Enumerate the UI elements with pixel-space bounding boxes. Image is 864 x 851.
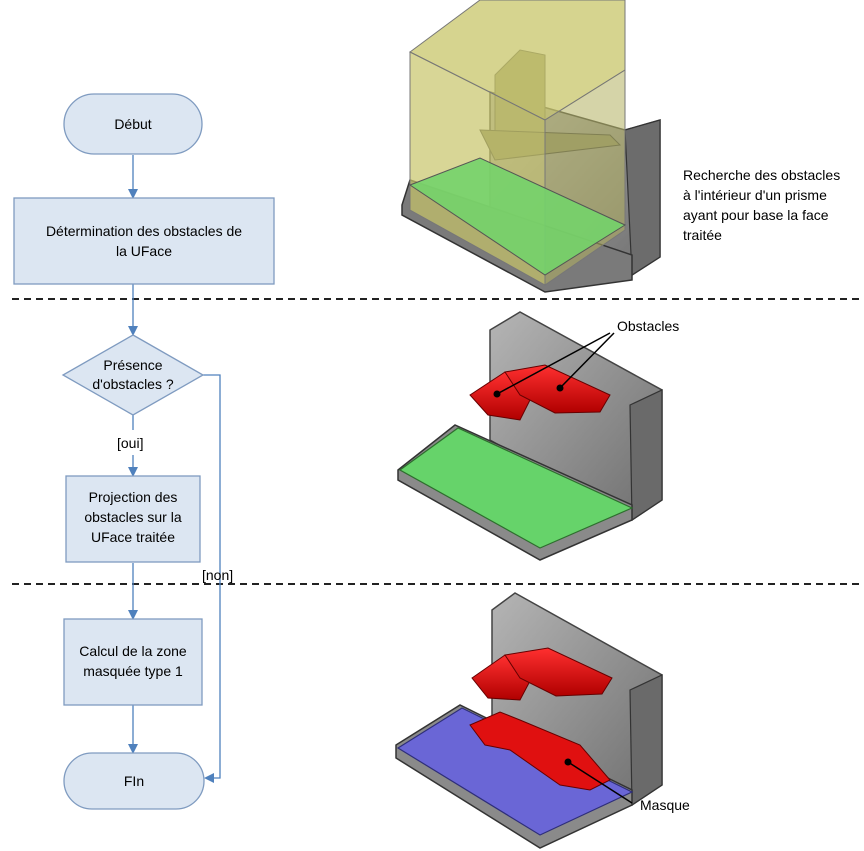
- step-projection-line3: UFace traitée: [91, 529, 175, 545]
- step-determination-line1: Détermination des obstacles de: [46, 223, 242, 239]
- step-calcul-line1: Calcul de la zone: [79, 643, 187, 659]
- mask-label: Masque: [640, 797, 690, 813]
- end-label: FIn: [124, 773, 144, 789]
- search-note: Recherche des obstacles à l'intérieur d'…: [683, 165, 863, 245]
- step-determination-node: [13, 197, 275, 285]
- decision-line2: d'obstacles ?: [92, 376, 173, 392]
- search-note-line: Recherche des obstacles: [683, 167, 841, 183]
- start-node: [63, 93, 203, 155]
- step-calcul-node: [63, 618, 203, 706]
- decision-node: [61, 334, 205, 416]
- part-illustration-obstacles: [397, 311, 663, 561]
- start-label: Début: [114, 116, 151, 132]
- search-note-line: à l'intérieur d'un prisme: [683, 187, 827, 203]
- part-illustration-mask: [395, 592, 663, 849]
- decision-line1: Présence: [103, 357, 162, 373]
- search-note-line: ayant pour base la face: [683, 207, 829, 223]
- end-node: [63, 752, 205, 810]
- step-projection-node: [65, 475, 201, 563]
- obstacles-label: Obstacles: [617, 318, 679, 334]
- flow-connectors: [128, 155, 221, 783]
- part-illustration-prism: [401, 0, 661, 293]
- step-projection-line1: Projection des: [89, 489, 178, 505]
- no-label: [non]: [202, 567, 233, 583]
- yes-label: [oui]: [117, 435, 143, 451]
- search-note-line: traitée: [683, 227, 722, 243]
- step-determination-line2: la UFace: [116, 243, 172, 259]
- step-calcul-line2: masquée type 1: [83, 663, 183, 679]
- step-projection-line2: obstacles sur la: [84, 509, 181, 525]
